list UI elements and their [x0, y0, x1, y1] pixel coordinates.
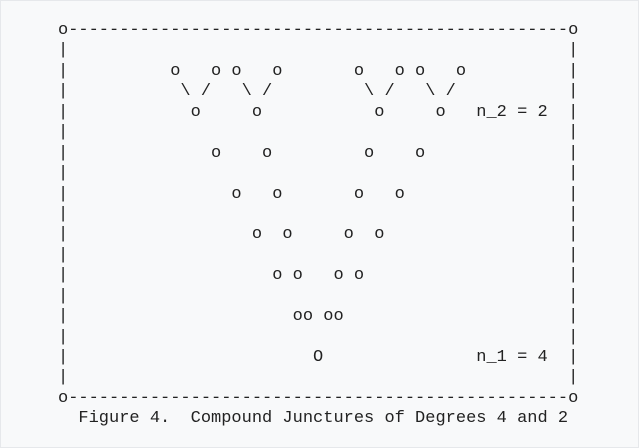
- box-top-border: o---------------------------------------…: [58, 21, 579, 40]
- ascii-diagram: o---------------------------------------…: [58, 21, 578, 430]
- tree-converge-row-2: | o o o o |: [58, 184, 579, 204]
- box-row-blank: | |: [58, 368, 579, 388]
- tree-leaves-row: | o o o o o o o o |: [58, 61, 579, 81]
- box-row-blank: | |: [58, 41, 579, 61]
- box-bottom-border: o---------------------------------------…: [58, 388, 579, 408]
- tree-converge-row-1: | o o o o |: [58, 143, 579, 163]
- tree-degree-2-junctures-row: | o o o o n_2 = 2 |: [58, 102, 579, 122]
- box-row-blank: | |: [58, 204, 579, 224]
- figure-caption: Figure 4. Compound Junctures of Degrees …: [58, 409, 569, 429]
- tree-branches-row: | \ / \ / \ / \ / |: [58, 82, 579, 102]
- tree-converge-row-3: | o o o o |: [58, 225, 579, 245]
- box-row-blank: | |: [58, 286, 579, 306]
- box-row-blank: | |: [58, 164, 579, 184]
- box-row-blank: | |: [58, 245, 579, 265]
- box-row-blank: | |: [58, 327, 579, 347]
- box-row-blank: | |: [58, 123, 579, 143]
- tree-converge-row-4: | o o o o |: [58, 266, 579, 286]
- tree-converge-row-5: | oo oo |: [58, 307, 579, 327]
- tree-root-degree-4-row: | O n_1 = 4 |: [58, 348, 579, 367]
